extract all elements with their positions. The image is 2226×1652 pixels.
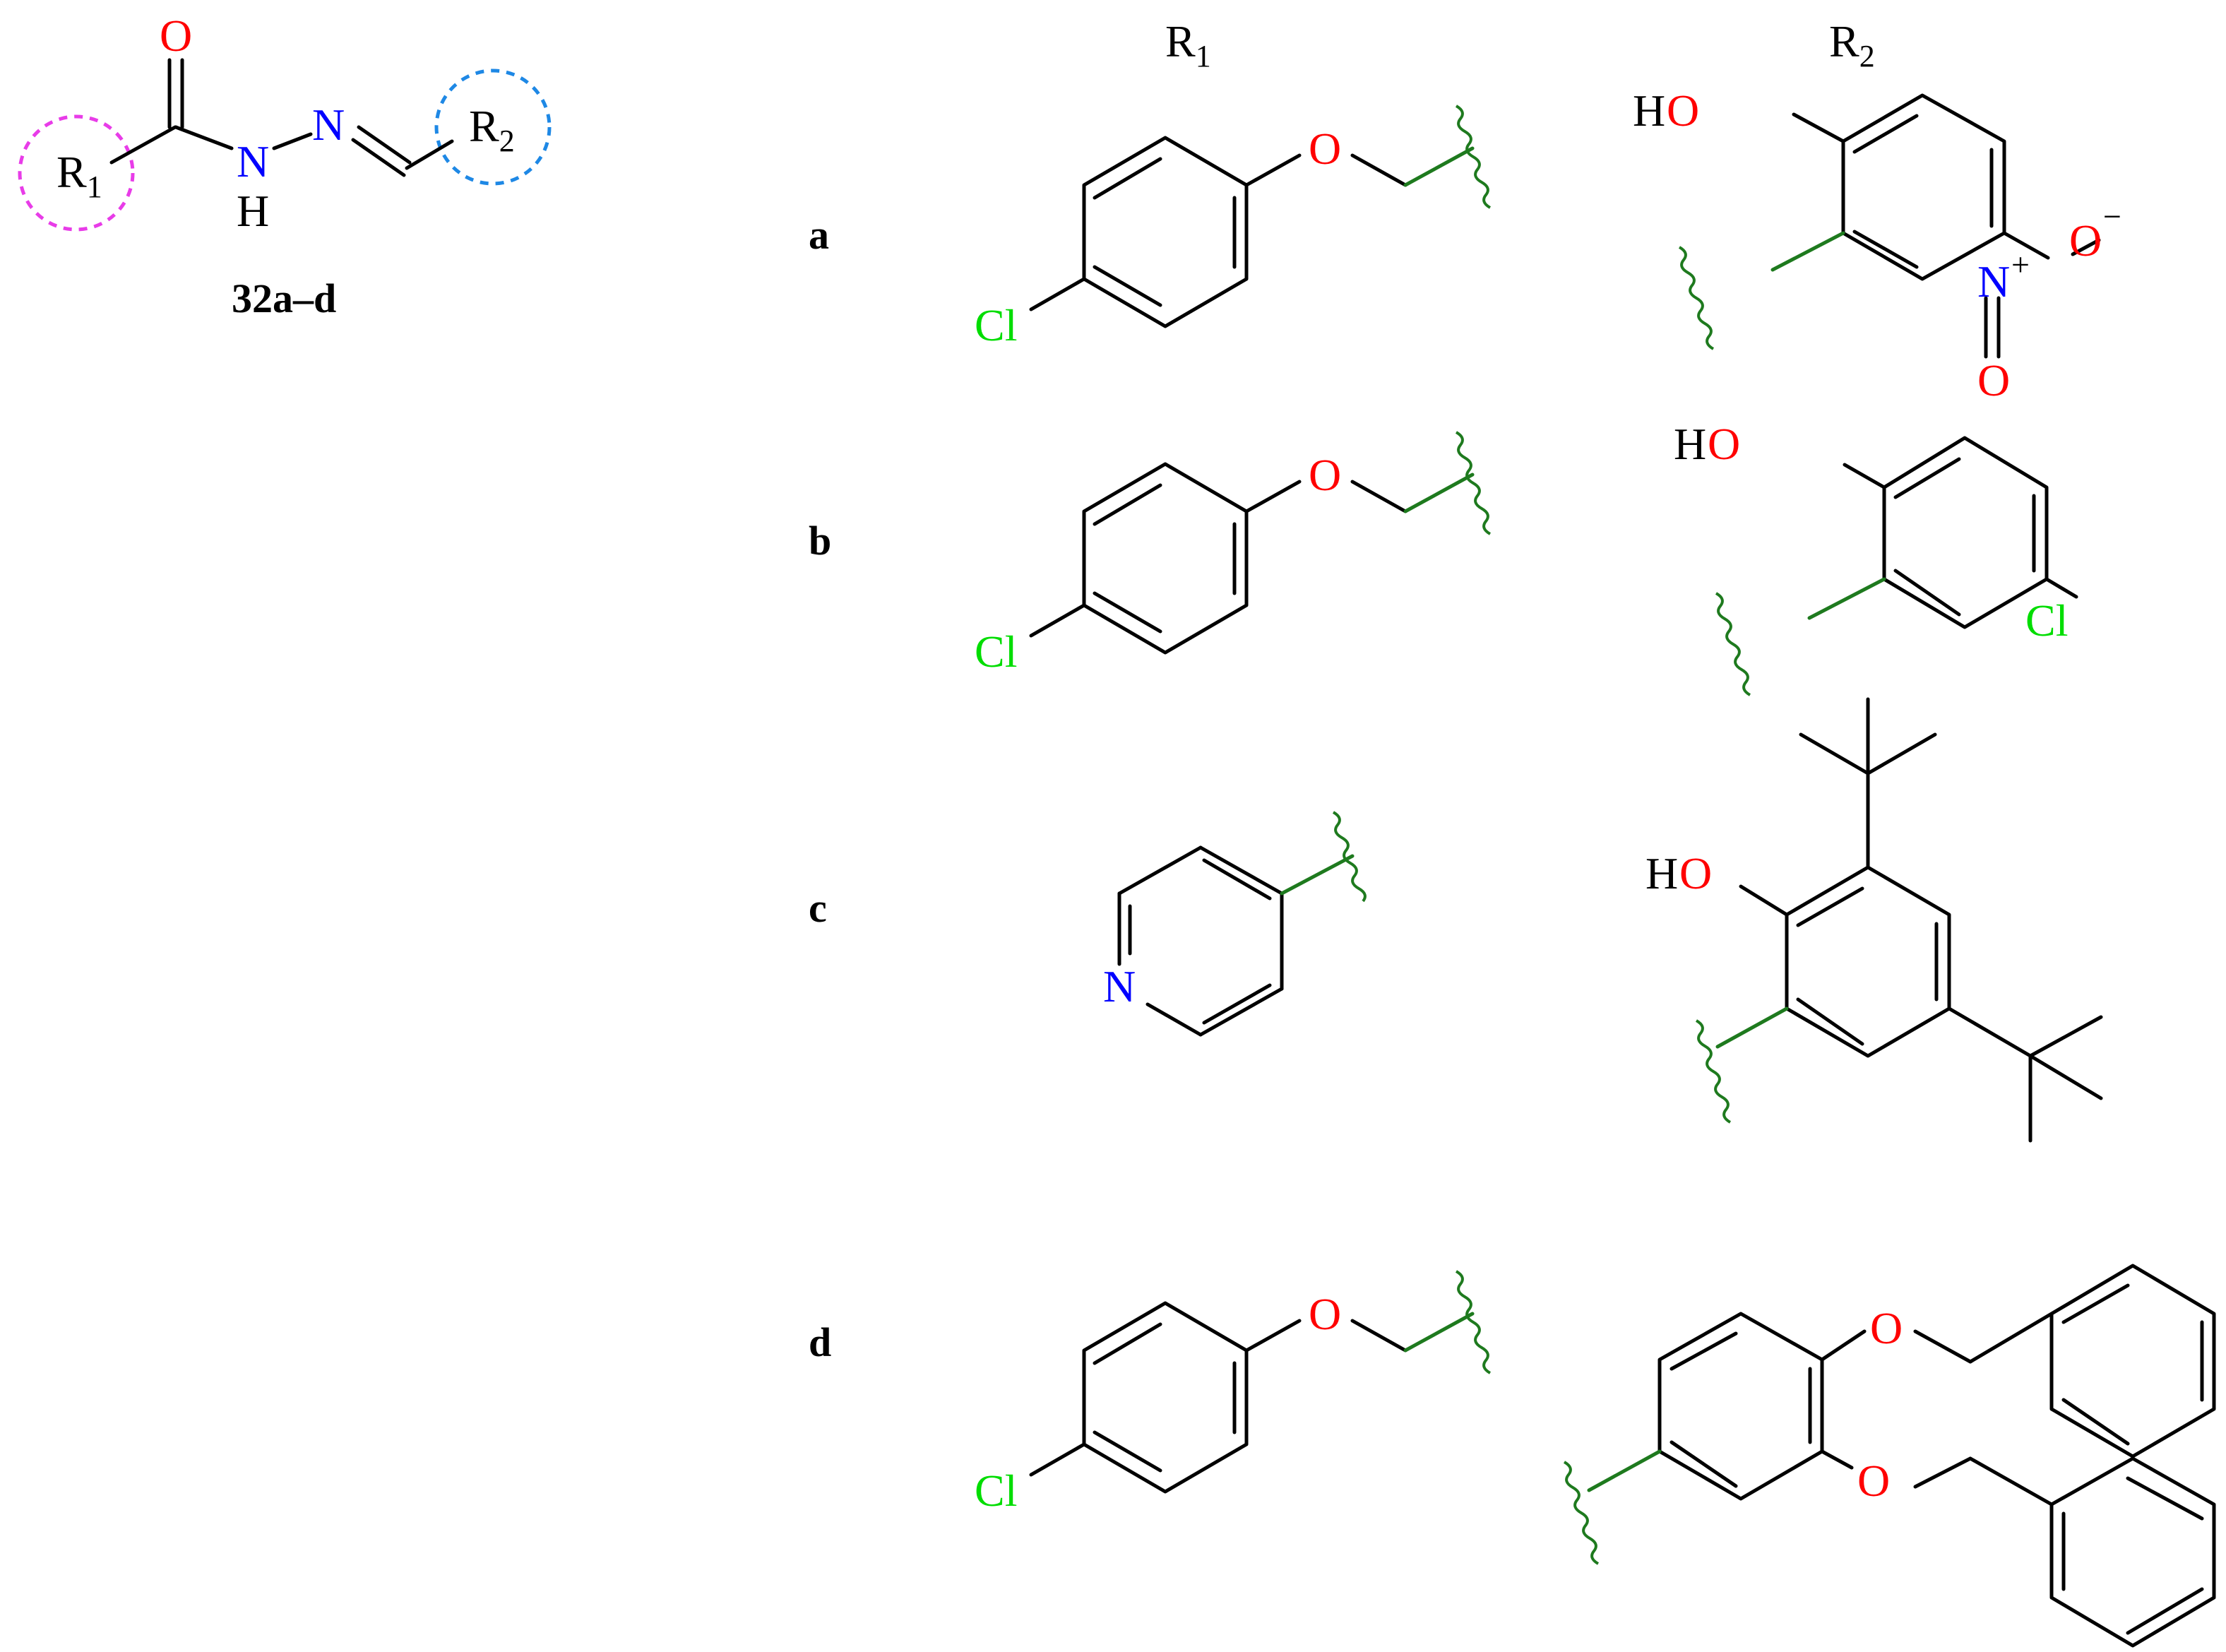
row-b-r2-structure: H O Cl <box>1674 419 2078 696</box>
row-b-r2-hydroxyl-oxygen: O <box>1708 419 1740 469</box>
scaffold-imine-nitrogen: N <box>312 100 345 150</box>
row-a-r1-chlorine: Cl <box>975 300 1017 350</box>
row-b-r1-chlorine: Cl <box>975 626 1017 677</box>
row-c-r1-structure: N <box>1103 811 1367 1037</box>
scaffold-carbonyl-oxygen: O <box>160 11 192 61</box>
row-a-r2-hydroxyl-hydrogen: H <box>1633 85 1665 136</box>
row-c-r2-hydroxyl-oxygen: O <box>1679 848 1712 898</box>
row-label-b: b <box>809 518 831 564</box>
row-a-r2-hydroxyl-oxygen: O <box>1667 85 1699 136</box>
row-label-d: d <box>809 1319 831 1365</box>
scaffold-r2-label: R2 <box>469 101 515 158</box>
row-b-r2-chlorine: Cl <box>2025 595 2068 646</box>
r2-highlight-circle <box>434 69 552 186</box>
row-d-r2-upper-ether-oxygen: O <box>1870 1303 1903 1353</box>
row-d-r1-ether-oxygen: O <box>1309 1289 1341 1339</box>
column-header-r1: R1 <box>1165 16 1211 73</box>
row-a-r2-nitro-oxygen-single: O <box>2069 215 2102 266</box>
row-d-r2-lower-ether-oxygen: O <box>1857 1456 1890 1506</box>
row-b-r1-structure: O Cl <box>975 432 1490 677</box>
r1-highlight-circle <box>18 114 135 232</box>
row-label-c: c <box>809 885 827 931</box>
scaffold-r1-label: R1 <box>56 147 102 204</box>
row-a-r2-nitro-nitrogen: N <box>1977 256 2010 307</box>
compound-series-label: 32a–d <box>232 275 336 321</box>
row-b-r2-hydroxyl-hydrogen: H <box>1674 419 1706 469</box>
row-c-r2-structure: H O <box>1645 697 2103 1143</box>
row-d-r2-structure: O O <box>1563 1264 2216 1648</box>
row-c-r2-hydroxyl-hydrogen: H <box>1645 848 1678 898</box>
column-header-r2: R2 <box>1829 16 1875 73</box>
row-a-r2-nitro-oxygen-double: O <box>1977 355 2010 405</box>
scaffold-bonds <box>109 58 454 177</box>
row-a-r2-nitro-minus: − <box>2103 198 2121 234</box>
row-a-r2-structure: H O N + O − O <box>1633 85 2121 405</box>
row-c-r1-pyridine-nitrogen: N <box>1103 961 1136 1011</box>
scaffold-amide-hydrogen: H <box>237 186 269 236</box>
row-label-a: a <box>809 212 829 258</box>
row-a-r1-ether-oxygen: O <box>1309 124 1341 174</box>
row-a-r2-nitro-plus: + <box>2011 246 2030 283</box>
row-d-r1-chlorine: Cl <box>975 1466 1017 1516</box>
row-a-r1-structure: O Cl <box>975 106 1490 350</box>
scaffold-structure: O N N H R1 R2 32a–d <box>18 11 552 321</box>
scaffold-amide-nitrogen: N <box>237 136 269 186</box>
row-b-r1-ether-oxygen: O <box>1309 450 1341 500</box>
row-d-r1-structure: O Cl <box>975 1271 1490 1516</box>
